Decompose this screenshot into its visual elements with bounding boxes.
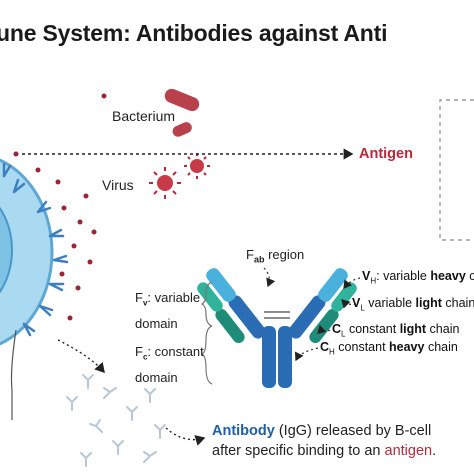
fc-brace bbox=[200, 325, 213, 385]
dashed-frame bbox=[439, 99, 474, 241]
vh-label: VH: variable heavy ch bbox=[362, 269, 474, 286]
fab-region-label: Fab region bbox=[246, 247, 305, 265]
page-title: une System: Antibodies against Anti bbox=[0, 20, 388, 46]
released-antibodies bbox=[66, 374, 166, 467]
b-cell bbox=[0, 158, 54, 420]
bacterium bbox=[164, 88, 200, 137]
bacterium-label: Bacterium bbox=[112, 108, 176, 124]
vl-label: VL variable light chain bbox=[352, 296, 474, 313]
b-cell-receptors bbox=[2, 162, 69, 337]
ch-label: CH constant heavy chain bbox=[320, 340, 458, 357]
release-arrow bbox=[57, 339, 105, 374]
virus-label: Virus bbox=[102, 177, 134, 193]
caption-arrow bbox=[165, 427, 206, 446]
antigen-label: Antigen bbox=[359, 146, 413, 162]
cl-label: CL constant light chain bbox=[332, 322, 460, 339]
virus-small bbox=[184, 153, 210, 179]
fv-brace bbox=[200, 281, 213, 327]
chain-pointers bbox=[263, 267, 361, 362]
virus-large bbox=[149, 167, 181, 199]
antigen-particles bbox=[13, 93, 107, 321]
